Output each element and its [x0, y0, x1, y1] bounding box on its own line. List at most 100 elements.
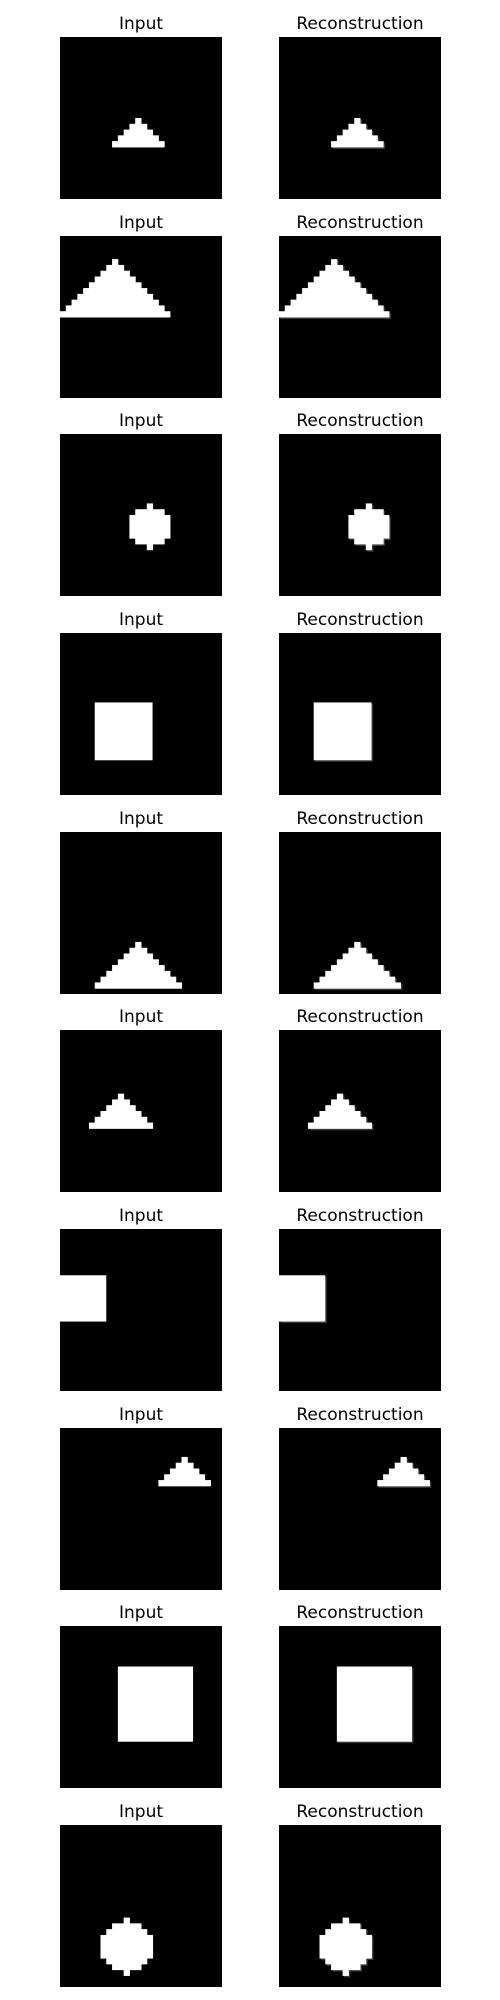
shape-row	[319, 1946, 373, 1953]
shape-row	[342, 1917, 349, 1924]
shape-row	[100, 270, 130, 277]
shape-triangle	[331, 118, 384, 148]
shape-row	[123, 1917, 130, 1924]
shape-triangle	[377, 1456, 430, 1487]
shape-row	[377, 1480, 430, 1487]
reconstruction-title: Reconstruction	[296, 1802, 423, 1822]
input-panel: Input	[60, 213, 222, 398]
reconstruction-title: Reconstruction	[296, 14, 423, 34]
shape-row	[112, 259, 119, 266]
shape-row	[383, 1474, 425, 1481]
shape-row	[135, 538, 165, 545]
shape-row	[342, 129, 373, 136]
shape-row	[348, 526, 390, 533]
shape-row	[88, 282, 142, 289]
input-title: Input	[119, 1206, 163, 1226]
shape-triangle	[112, 118, 165, 148]
shape-row	[88, 1122, 154, 1129]
shape-row	[71, 299, 159, 306]
reconstruction-panel: Reconstruction	[279, 809, 441, 994]
shape-row	[106, 1958, 148, 1965]
shape-row	[354, 118, 361, 125]
shape-row	[319, 270, 349, 277]
reconstruction-title: Reconstruction	[296, 1405, 423, 1425]
shape-row	[279, 311, 390, 318]
shape-row	[146, 543, 154, 551]
reconstruction-panel: Reconstruction	[279, 411, 441, 596]
shape-row	[129, 515, 171, 522]
shape-row	[313, 1116, 367, 1124]
shape-row	[65, 305, 165, 312]
shape-row	[94, 276, 136, 283]
shape-row	[60, 311, 171, 318]
shape-row	[77, 293, 154, 301]
shape-row	[83, 288, 148, 295]
shape-row	[296, 293, 373, 301]
shape-row	[112, 1099, 130, 1106]
shape-row	[169, 1468, 200, 1475]
shape-triangle	[279, 259, 390, 318]
reconstruction-panel: Reconstruction	[279, 14, 441, 199]
input-panel: Input	[60, 1603, 222, 1788]
input-panel: Input	[60, 411, 222, 596]
shape-row	[100, 1946, 154, 1953]
shape-row	[313, 276, 355, 283]
shape-row	[331, 965, 384, 972]
figure-row: Input Reconstruction	[60, 14, 441, 199]
shape-row	[100, 1111, 142, 1118]
input-panel: Input	[60, 1007, 222, 1192]
shape-row	[117, 135, 159, 142]
shape-square	[117, 1666, 194, 1742]
shape-circle	[100, 1917, 154, 1976]
shape-row	[307, 1122, 373, 1129]
shape-row	[354, 509, 384, 516]
shape-triangle	[94, 941, 182, 989]
shape-row	[348, 520, 390, 528]
shape-row	[331, 141, 384, 148]
shape-row	[106, 264, 125, 272]
shape-rectangle	[279, 1275, 326, 1322]
shape-row	[106, 970, 171, 978]
shape-row	[348, 515, 390, 522]
shape-row	[342, 1969, 349, 1976]
shape-row	[336, 135, 378, 142]
shape-row	[331, 1099, 349, 1106]
shape-row	[319, 976, 396, 983]
shape-row	[354, 538, 384, 545]
input-title: Input	[119, 809, 163, 829]
shape-triangle	[158, 1456, 211, 1487]
shape-row	[348, 123, 367, 131]
shape-row	[325, 1105, 355, 1112]
shape-block	[313, 702, 372, 761]
shape-row	[106, 1929, 148, 1936]
shape-row	[135, 118, 142, 125]
shape-row	[135, 509, 165, 516]
shape-row	[100, 1934, 154, 1942]
shape-circle	[129, 503, 171, 551]
shape-row	[319, 1952, 373, 1959]
input-panel: Input	[60, 1206, 222, 1391]
shape-row	[325, 1958, 367, 1965]
shape-row	[112, 965, 165, 972]
reconstruction-title: Reconstruction	[296, 213, 423, 233]
shape-row	[123, 1969, 130, 1976]
reconstruction-panel: Reconstruction	[279, 1007, 441, 1192]
input-panel: Input	[60, 809, 222, 994]
reconstruction-title: Reconstruction	[296, 411, 423, 431]
input-title: Input	[119, 14, 163, 34]
figure-row: Input Reconstruction	[60, 411, 441, 596]
shape-row	[331, 259, 338, 266]
shape-triangle	[307, 1093, 373, 1129]
shape-row	[94, 982, 182, 989]
shape-circle	[348, 503, 390, 551]
shape-row	[100, 976, 177, 983]
figure-row: Input Reconstruction	[60, 1007, 441, 1192]
input-title: Input	[119, 610, 163, 630]
shape-row	[135, 941, 142, 949]
shape-row	[319, 1940, 373, 1947]
shape-block	[336, 1666, 413, 1742]
shape-row	[336, 959, 378, 966]
